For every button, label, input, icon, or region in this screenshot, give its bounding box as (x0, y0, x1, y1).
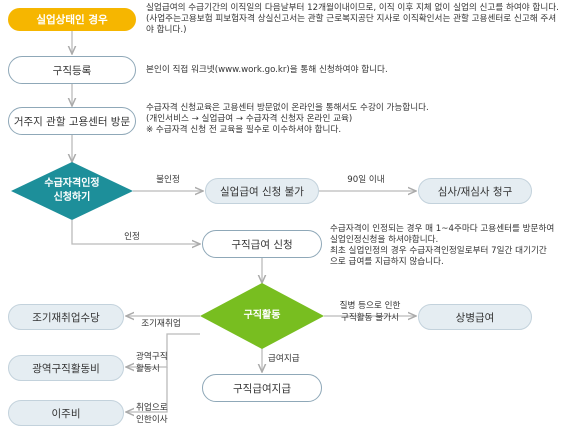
desc-visit-center: 수급자격 신청교육은 고용센터 방문없이 온라인을 통해서도 수강이 가능합니다… (146, 103, 429, 135)
node-benefit-not-possible: 실업급여 신청 불가 (205, 178, 319, 204)
node-review-claim: 심사/재심사 청구 (418, 178, 532, 204)
label-payment: 급여지급 (268, 354, 300, 364)
label-not-approved: 불인정 (156, 175, 180, 185)
node-unemployment: 실업상태인 경우 (8, 8, 136, 31)
desc-unemployment: 실업급여의 수급기간의 이직일의 다음날부터 12개월이내이므로, 이직 이후 … (146, 3, 559, 35)
label-approved: 인정 (124, 232, 140, 242)
node-job-benefit-apply: 구직급여 신청 (202, 230, 322, 258)
node-early-reemployment: 조기재취업수당 (8, 304, 124, 330)
node-relocation: 이주비 (8, 400, 124, 426)
label-relocation: 취업으로 인한이사 (136, 403, 168, 425)
arrow-apply-to-job-benefit (71, 220, 200, 244)
arrow-activity-to-relocation (126, 367, 168, 412)
desc-job-registration: 본인이 직접 워크넷(www.work.go.kr)을 통해 신청하여야 합니다… (146, 65, 388, 75)
node-wide-area-job-search: 광역구직활동비 (8, 355, 124, 381)
arrow-activity-to-wide-area (126, 333, 200, 367)
job-activity-label: 구직활동 (243, 310, 281, 321)
node-visit-center: 거주지 관할 고용센터 방문 (8, 107, 136, 135)
node-job-registration: 구직등록 (8, 56, 136, 84)
label-within-90-days: 90일 이내 (347, 175, 385, 185)
diamond-job-activity (200, 283, 324, 349)
label-sick-unable: 질병 등으로 인한 구직활동 불가시 (339, 301, 401, 323)
node-sickness-benefit: 상병급여 (418, 304, 532, 330)
node-job-benefit-payment: 구직급여지급 (202, 374, 322, 402)
apply-eligibility-label: 수급자격인정 신청하기 (44, 178, 100, 203)
label-early-reemployment: 조기재취업 (141, 319, 181, 329)
diamond-apply-eligibility (11, 162, 133, 220)
label-wide-area: 광역구직 활동시 (136, 352, 168, 374)
desc-job-benefit-apply: 수급자격이 인정되는 경우 매 1~4주마다 고용센터를 방문하여 실업인정신청… (330, 224, 555, 267)
